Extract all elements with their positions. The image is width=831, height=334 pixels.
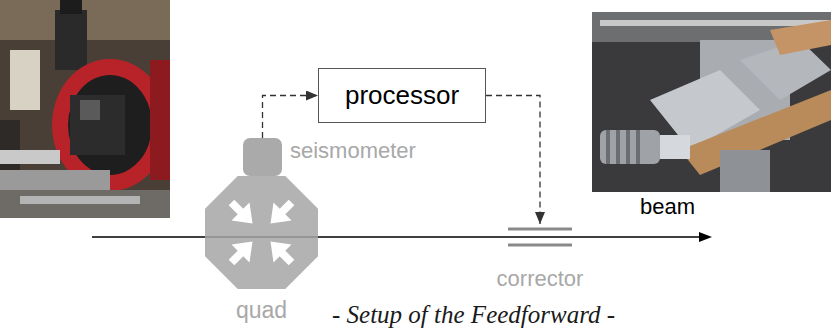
- corrector-photo-part: [606, 130, 610, 164]
- magnet-photo: [0, 0, 170, 218]
- corrector-photo-part: [770, 20, 831, 55]
- part-label: quad: [236, 298, 287, 323]
- signal-connector: [263, 96, 319, 139]
- beam-line-part: [699, 232, 712, 242]
- process-box: processor: [318, 68, 486, 123]
- magnet-photo-part: [0, 0, 170, 218]
- magnet-photo-part: [68, 75, 152, 175]
- magnet-photo-part: [70, 95, 125, 155]
- magnet-photo-part: [10, 50, 40, 110]
- magnet-photo-part: [20, 196, 140, 204]
- corrector-plate: [508, 228, 572, 231]
- sensor-block-outline: [243, 138, 282, 176]
- corrector-photo-part: [616, 130, 620, 164]
- corrector-photo-part: [636, 130, 640, 164]
- part-label: seismometer: [290, 139, 416, 163]
- beam-line-part: [92, 236, 700, 238]
- beam-line: [92, 232, 712, 242]
- corrector-photo-part: [600, 130, 660, 164]
- magnet-photo-part: [0, 190, 170, 218]
- figure-caption: - Setup of the Feedforward -: [332, 301, 615, 329]
- label-holder: quad: [236, 298, 287, 323]
- signal-connector: [486, 96, 540, 225]
- arrow-head: [271, 203, 292, 224]
- box-label: processor: [345, 80, 459, 111]
- corrector-photo: [592, 12, 831, 192]
- octagon-body: [205, 176, 318, 289]
- corrector-symbol: corrector: [508, 224, 572, 250]
- corrector-photo-part: [600, 20, 831, 26]
- label-holder: seismometer: [290, 139, 416, 163]
- magnet-photo-part: [55, 10, 87, 70]
- magnet-photo-part: [60, 0, 82, 14]
- arrow-head: [232, 203, 253, 224]
- field-arrows: [232, 203, 292, 263]
- magnet-photo-part: [0, 150, 60, 164]
- arrow-head: [271, 242, 292, 263]
- corrector-plate: [508, 244, 572, 247]
- box-border: [319, 69, 486, 123]
- part-label: corrector: [497, 267, 584, 291]
- magnet-photo-part: [150, 60, 170, 180]
- beam-label: beam: [640, 194, 695, 220]
- sensor-body: [243, 138, 282, 176]
- arrow-head: [232, 242, 253, 263]
- quadrupole-symbol: quad: [205, 176, 318, 289]
- corrector-photo-part: [626, 130, 630, 164]
- corrector-symbol-outline: [508, 224, 572, 250]
- sensor-block: seismometer: [243, 138, 282, 176]
- quadrupole-symbol-outline: [205, 176, 318, 289]
- magnet-photo-part: [0, 170, 110, 190]
- corrector-photo-part: [660, 135, 690, 159]
- corrector-photo-part: [720, 150, 770, 192]
- label-holder: corrector: [497, 267, 584, 291]
- magnet-photo-part: [80, 100, 100, 120]
- corrector-photo-part: [592, 12, 831, 192]
